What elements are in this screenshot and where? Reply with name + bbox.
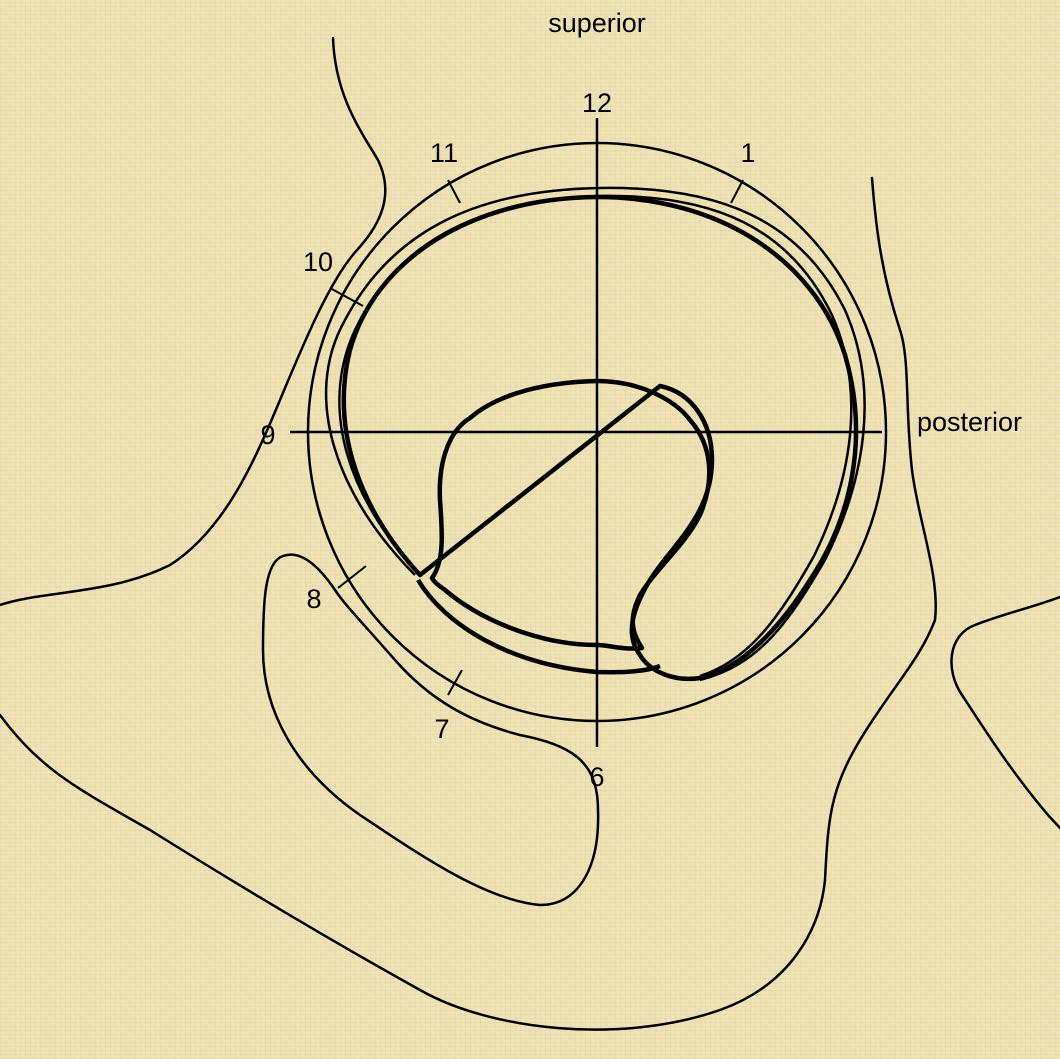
- pelvis-outline: [0, 38, 385, 605]
- superior-label: superior: [548, 8, 646, 38]
- acetabular-fossa: [432, 381, 709, 648]
- lunate-surface: [344, 197, 856, 679]
- pubis-fragment: [951, 597, 1060, 828]
- tick-7: [448, 670, 462, 695]
- clock-label-12: 12: [582, 88, 612, 118]
- fossa-lower-rim: [418, 580, 660, 672]
- clock-label-9: 9: [260, 420, 275, 450]
- clock-label-10: 10: [303, 247, 333, 277]
- clock-label-7: 7: [434, 714, 449, 744]
- tick-11: [448, 180, 460, 203]
- tick-1: [731, 180, 743, 203]
- clock-label-6: 6: [589, 762, 604, 792]
- clock-label-1: 1: [740, 138, 755, 168]
- clock-label-11: 11: [430, 138, 458, 168]
- posterior-label: posterior: [917, 407, 1022, 437]
- clock-label-8: 8: [306, 584, 321, 614]
